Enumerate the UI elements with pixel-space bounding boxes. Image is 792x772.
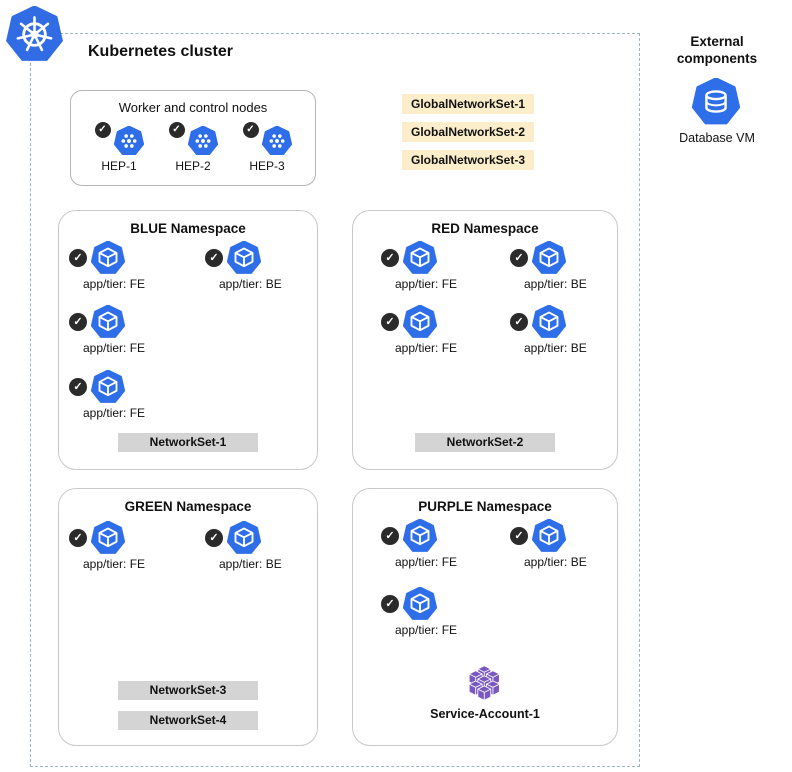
pod-icon [227, 521, 261, 555]
check-icon: ✓ [242, 122, 259, 138]
worker-box-title: Worker and control nodes [118, 100, 268, 115]
pod: ✓ app/tier: BE [510, 241, 630, 291]
pod: ✓ app/tier: BE [205, 521, 325, 571]
pod: ✓ app/tier: FE [381, 241, 501, 291]
check-icon: ✓ [205, 529, 223, 547]
pod: ✓ app/tier: FE [381, 519, 501, 569]
check-icon: ✓ [69, 378, 87, 396]
pod-label: app/tier: FE [83, 406, 146, 420]
check-icon: ✓ [69, 249, 87, 267]
pod: ✓ app/tier: FE [69, 241, 189, 291]
pod-icon [532, 305, 566, 339]
namespace-box-blue: BLUE Namespace ✓ app/tier: FE ✓ app/tier… [58, 210, 318, 470]
check-icon: ✓ [168, 122, 185, 138]
check-icon: ✓ [381, 527, 399, 545]
network-set-badge: NetworkSet-3 [118, 681, 258, 700]
pod-icon [227, 241, 261, 275]
global-network-set-3: GlobalNetworkSet-3 [402, 150, 535, 170]
check-icon: ✓ [510, 249, 528, 267]
pod-icon [403, 519, 437, 553]
network-set-badge: NetworkSet-2 [415, 433, 555, 452]
check-icon: ✓ [510, 313, 528, 331]
namespace-box-green: GREEN Namespace ✓ app/tier: FE ✓ app/tie… [58, 488, 318, 746]
network-set-badge: NetworkSet-4 [118, 711, 258, 730]
check-icon: ✓ [381, 313, 399, 331]
worker-nodes-box: Worker and control nodes ✓ HEP-1 ✓ HEP-2… [70, 90, 316, 186]
node-icon [262, 126, 292, 156]
kubernetes-logo-icon [6, 6, 63, 63]
external-components-title: External components [676, 34, 758, 66]
nodes-row: ✓ HEP-1 ✓ HEP-2 ✓ HEP-3 [71, 122, 315, 173]
pod-label: app/tier: BE [219, 557, 282, 571]
global-network-set-1: GlobalNetworkSet-1 [402, 94, 535, 114]
check-icon: ✓ [381, 249, 399, 267]
pod-label: app/tier: FE [83, 557, 146, 571]
pod-icon [532, 241, 566, 275]
namespace-title: PURPLE Namespace [418, 499, 552, 514]
pod-icon [91, 370, 125, 404]
node-label: HEP-1 [101, 159, 137, 173]
node-hep-2: ✓ HEP-2 [163, 122, 223, 173]
pod-label: app/tier: FE [395, 341, 458, 355]
database-vm-icon [692, 78, 740, 126]
node-label: HEP-3 [249, 159, 285, 173]
pod-label: app/tier: FE [395, 277, 458, 291]
global-network-set-2: GlobalNetworkSet-2 [402, 122, 535, 142]
pod-icon [403, 241, 437, 275]
pod-label: app/tier: BE [524, 341, 587, 355]
pod-icon [91, 305, 125, 339]
check-icon: ✓ [69, 529, 87, 547]
node-icon [188, 126, 218, 156]
pod: ✓ app/tier: FE [381, 587, 501, 637]
node-label: HEP-2 [175, 159, 211, 173]
pod: ✓ app/tier: FE [69, 305, 189, 355]
check-icon: ✓ [94, 122, 111, 138]
pod-label: app/tier: BE [219, 277, 282, 291]
pod-label: app/tier: BE [524, 555, 587, 569]
namespace-title: BLUE Namespace [130, 221, 246, 236]
pod-label: app/tier: BE [524, 277, 587, 291]
network-set-badge: NetworkSet-1 [118, 433, 258, 452]
pod-label: app/tier: FE [395, 555, 458, 569]
namespace-title: RED Namespace [431, 221, 539, 236]
pod: ✓ app/tier: FE [381, 305, 501, 355]
pod-icon [91, 241, 125, 275]
node-hep-3: ✓ HEP-3 [237, 122, 297, 173]
namespace-title: GREEN Namespace [124, 499, 252, 514]
service-account-label: Service-Account-1 [430, 707, 540, 721]
check-icon: ✓ [381, 595, 399, 613]
service-account-icon [464, 665, 506, 701]
pod-icon [91, 521, 125, 555]
pod: ✓ app/tier: BE [510, 519, 630, 569]
pod-label: app/tier: FE [83, 341, 146, 355]
pod-icon [403, 587, 437, 621]
pod: ✓ app/tier: BE [510, 305, 630, 355]
pod: ✓ app/tier: BE [205, 241, 325, 291]
check-icon: ✓ [205, 249, 223, 267]
check-icon: ✓ [69, 313, 87, 331]
check-icon: ✓ [510, 527, 528, 545]
pod-icon [532, 519, 566, 553]
global-network-sets: GlobalNetworkSet-1 GlobalNetworkSet-2 Gl… [402, 94, 535, 178]
namespace-box-red: RED Namespace ✓ app/tier: FE ✓ app/tier:… [352, 210, 618, 470]
pod: ✓ app/tier: FE [69, 521, 189, 571]
node-hep-1: ✓ HEP-1 [89, 122, 149, 173]
pod-icon [403, 305, 437, 339]
pod: ✓ app/tier: FE [69, 370, 189, 420]
namespace-box-purple: PURPLE Namespace ✓ app/tier: FE ✓ app/ti… [352, 488, 618, 746]
pod-label: app/tier: FE [83, 277, 146, 291]
pod-label: app/tier: FE [395, 623, 458, 637]
node-icon [114, 126, 144, 156]
cluster-title: Kubernetes cluster [88, 43, 233, 60]
database-vm-label: Database VM [679, 131, 755, 145]
